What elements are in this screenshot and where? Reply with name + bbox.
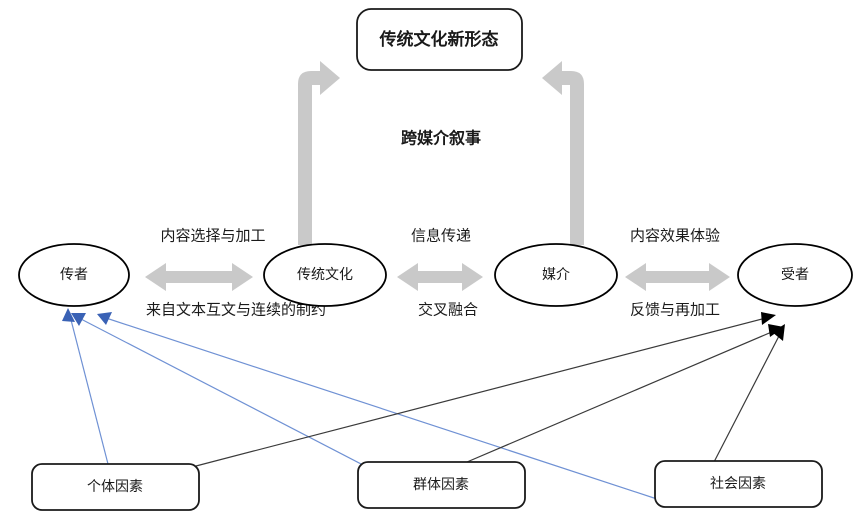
- elbow-left-up-to-title: [298, 61, 340, 245]
- node-meijie: 媒介: [494, 243, 618, 307]
- blue-connector-group: [62, 308, 661, 501]
- label-neirong-xiaoguo: 内容效果体验: [630, 227, 720, 244]
- node-chuantong-wenhua: 传统文化: [263, 243, 387, 307]
- box-geti-yinsu-label: 个体因素: [87, 479, 143, 495]
- blue-geti-to-chuanzhe: [62, 308, 109, 465]
- label-xinxi-chuandi: 信息传递: [411, 227, 471, 244]
- title-box-label: 传统文化新形态: [379, 29, 499, 49]
- arrow-meijie-shouzhe: [625, 263, 730, 291]
- box-qunti-yinsu-label: 群体因素: [413, 477, 469, 493]
- black-geti-to-shouzhe: [195, 312, 776, 467]
- blue-shehui-to-chuanzhe: [97, 312, 661, 501]
- label-neirong-xuanze: 内容选择与加工: [160, 227, 265, 244]
- label-laizi-wenben: 来自文本互文与连续的制约: [146, 301, 326, 318]
- box-qunti-yinsu: 群体因素: [357, 461, 526, 509]
- elbow-right-up-to-title: [542, 61, 584, 245]
- label-fankui-zaijiagong: 反馈与再加工: [630, 301, 720, 318]
- black-connector-group: [195, 312, 785, 467]
- box-shehui-yinsu: 社会因素: [654, 460, 823, 508]
- black-shehui-to-shouzhe: [713, 324, 785, 463]
- arrow-chuantong-meijie: [397, 263, 483, 291]
- blue-qunti-to-chuanzhe: [71, 313, 391, 480]
- node-chuanzhe: 传者: [18, 243, 130, 307]
- box-geti-yinsu: 个体因素: [31, 463, 200, 511]
- node-meijie-label: 媒介: [542, 267, 570, 283]
- center-label: 跨媒介叙事: [401, 129, 481, 148]
- label-jiaocha-ronghe: 交叉融合: [418, 300, 478, 318]
- box-shehui-yinsu-label: 社会因素: [710, 476, 766, 492]
- title-box: 传统文化新形态: [356, 8, 523, 71]
- node-chuanzhe-label: 传者: [60, 267, 88, 283]
- arrow-chuanzhe-chuantong: [145, 263, 253, 291]
- node-shouzhe: 受者: [737, 243, 853, 307]
- node-shouzhe-label: 受者: [781, 267, 809, 283]
- black-qunti-to-shouzhe: [466, 324, 784, 463]
- node-chuantong-wenhua-label: 传统文化: [297, 267, 353, 283]
